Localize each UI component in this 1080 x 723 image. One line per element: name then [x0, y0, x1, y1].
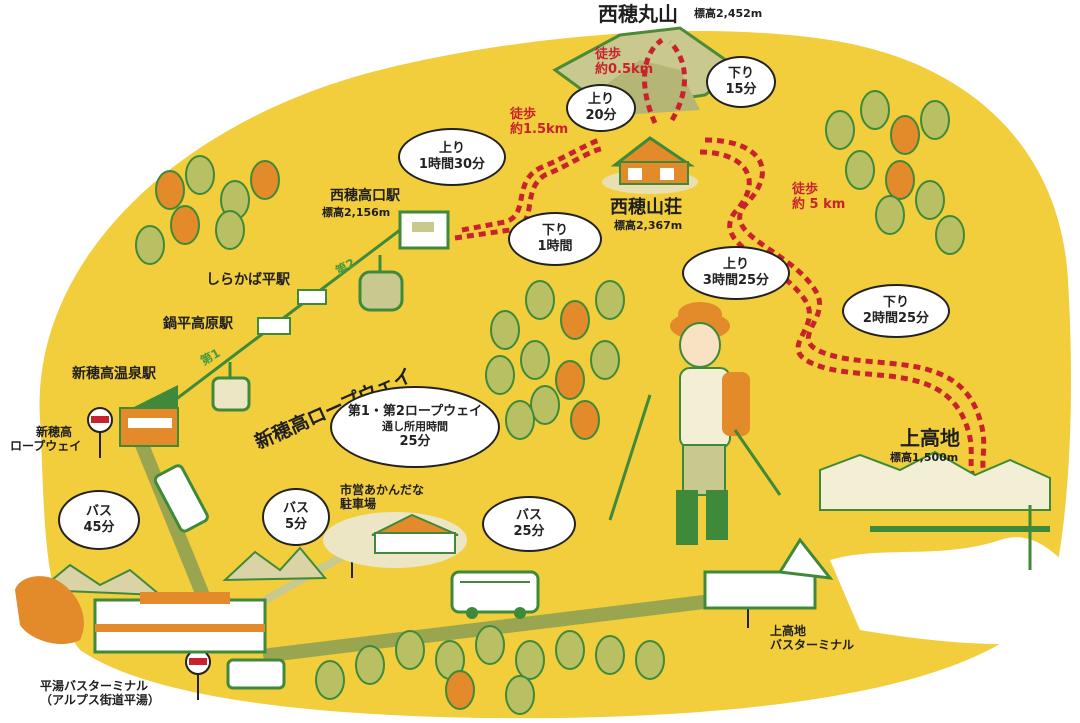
tree-31	[475, 625, 505, 665]
hut-elevation: 標高2,367m	[614, 219, 683, 232]
tree-27	[315, 660, 345, 700]
bus-stop-shinhotaka-label: 新穂高ロープウェイ	[10, 425, 82, 453]
tree-cluster	[135, 90, 965, 715]
tree-24	[530, 385, 560, 425]
tree-37	[505, 675, 535, 715]
bus-stop-akandana-label: 市営あかんだな駐車場	[340, 483, 425, 511]
tree-7	[825, 110, 855, 150]
walk-label-station-hut: 徒歩約1.5km	[510, 107, 569, 137]
shirakaba-building	[297, 289, 327, 305]
peak-elevation: 標高2,452m	[694, 7, 763, 20]
walk-label-hut-kamikochi: 徒歩約 5 km	[792, 182, 846, 212]
tree-23	[590, 340, 620, 380]
tree-5	[135, 225, 165, 265]
tree-3	[250, 160, 280, 200]
tree-0	[155, 170, 185, 210]
tree-13	[915, 180, 945, 220]
map-background	[39, 31, 1071, 719]
nishiho-hut-building	[602, 136, 698, 194]
tree-25	[570, 400, 600, 440]
onsen-station-building	[119, 385, 179, 447]
gondola-2	[358, 255, 404, 312]
tree-29	[395, 630, 425, 670]
kamikochi-elevation: 標高1,500m	[890, 451, 959, 464]
tree-1	[185, 155, 215, 195]
bus-icon-left	[153, 464, 209, 533]
tree-17	[525, 280, 555, 320]
kappa-bridge	[870, 505, 1050, 570]
tree-35	[635, 640, 665, 680]
ropeway-line	[174, 228, 401, 402]
tree-14	[875, 195, 905, 235]
tree-15	[935, 215, 965, 255]
walk-label-peak: 徒歩約0.5km	[595, 47, 654, 77]
kamikochi-name: 上高地	[900, 426, 960, 450]
station-top-building	[398, 210, 450, 250]
tree-11	[845, 150, 875, 190]
tree-19	[595, 280, 625, 320]
bus-stop-shinhotaka-sign	[87, 407, 113, 458]
kamikochi-terminal-building	[703, 537, 834, 610]
gondola-1	[211, 362, 251, 412]
tree-9	[890, 115, 920, 155]
tree-21	[520, 340, 550, 380]
hiker-figure	[608, 302, 782, 545]
bus-icon-middle	[450, 570, 540, 619]
hirayu-terminal-building	[93, 592, 267, 654]
nabedaira-building	[257, 317, 291, 335]
tree-28	[355, 645, 385, 685]
tree-18	[560, 300, 590, 340]
bus-stop-kamikochi-label: 上高地バスターミナル	[770, 624, 855, 652]
peak-name: 西穂丸山	[598, 2, 678, 26]
tree-10	[920, 100, 950, 140]
tree-16	[490, 310, 520, 350]
tree-32	[515, 640, 545, 680]
tree-8	[860, 90, 890, 130]
station-top-elevation: 標高2,156m	[322, 206, 391, 219]
trail-routes	[454, 37, 992, 486]
station-nabedaira-label: 鍋平高原駅	[163, 316, 233, 332]
tree-22	[555, 360, 585, 400]
bus-stop-hirayu-label: 平湯バスターミナル（アルプス街道平湯）	[40, 679, 160, 707]
tree-12	[885, 160, 915, 200]
tree-20	[485, 355, 515, 395]
orange-rocks	[15, 576, 84, 645]
tree-26	[505, 400, 535, 440]
kamikochi-mountains	[819, 450, 1051, 511]
kamikochi-river	[830, 537, 1062, 645]
station-top-name: 西穂高口駅	[330, 188, 400, 204]
bus-icon-hirayu	[226, 658, 286, 690]
tree-33	[555, 630, 585, 670]
tree-4	[170, 205, 200, 245]
tree-34	[595, 635, 625, 675]
tree-6	[215, 210, 245, 250]
hut-name: 西穂山荘	[610, 197, 682, 218]
bubble-ropeway-time: 第1・第2ロープウェイ 通し所用時間 25分	[330, 386, 500, 468]
station-shirakaba-label: しらかば平駅	[206, 272, 290, 288]
station-onsen-label: 新穂高温泉駅	[72, 366, 156, 382]
akandana-building	[371, 513, 459, 554]
tree-36	[445, 670, 475, 710]
